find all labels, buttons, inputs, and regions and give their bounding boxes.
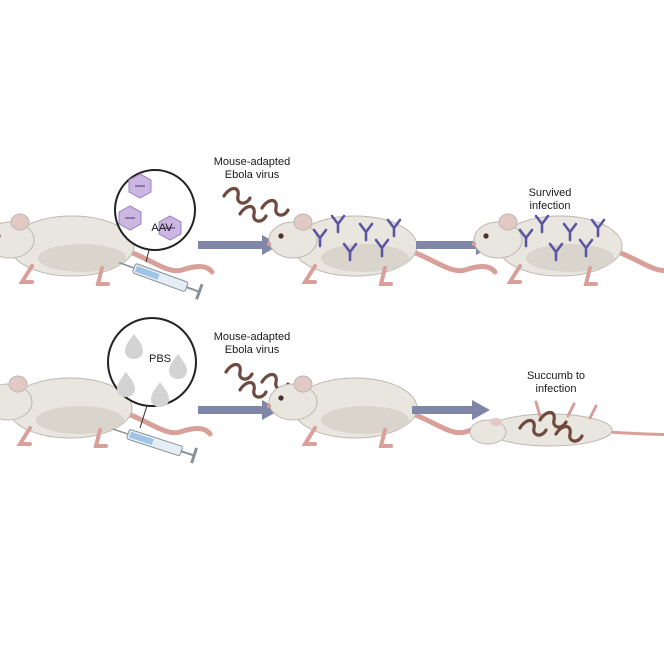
treatment-label-aav: AAV [151, 222, 173, 234]
treatment-label-pbs: PBS [148, 353, 171, 365]
outcome-label-line: Succumb to [526, 370, 586, 382]
outcome-label-row1: Survived infection [502, 187, 598, 213]
arrow-head [472, 400, 490, 420]
challenge-label-line: Ebola virus [224, 169, 280, 181]
challenge-label-line: Mouse-adapted [213, 156, 291, 168]
syringe-aav [115, 254, 205, 301]
pbs-magnifier [107, 317, 197, 429]
mouse-survived [472, 214, 664, 284]
outcome-label-line: infection [535, 383, 577, 395]
row-pbs [0, 317, 664, 465]
outcome-label-row2: Succumb to infection [508, 370, 604, 396]
mouse-succumbed [468, 400, 664, 448]
outcome-label-line: Survived [528, 187, 572, 199]
challenge-label-line: Mouse-adapted [213, 331, 291, 343]
challenge-label-row1: Mouse-adapted Ebola virus [196, 156, 308, 182]
challenge-label-row2: Mouse-adapted Ebola virus [196, 331, 308, 357]
row-aav [0, 169, 664, 301]
virus-cluster-1 [222, 186, 290, 223]
outcome-label-line: infection [529, 200, 571, 212]
aav-magnifier [114, 169, 196, 263]
challenge-label-line: Ebola virus [224, 344, 280, 356]
